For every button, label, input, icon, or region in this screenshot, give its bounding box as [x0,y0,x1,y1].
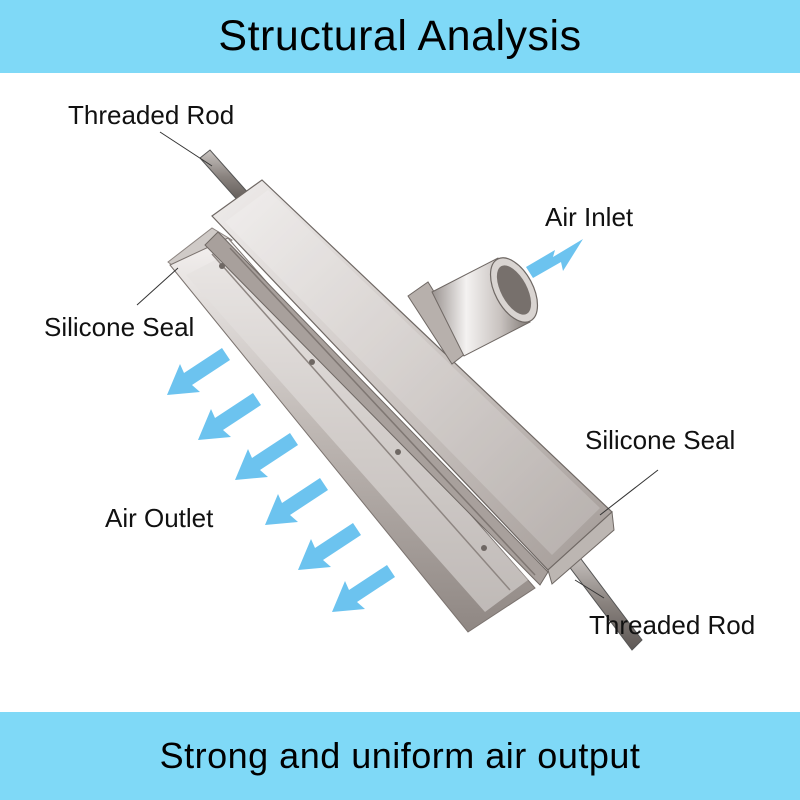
air-knife-diagram [136,131,659,651]
label-air-outlet: Air Outlet [105,503,214,533]
outlet-arrow-1 [167,348,230,395]
air-inlet-pipe [407,257,539,365]
outlet-arrow-2 [198,393,261,440]
label-threaded-rod-bottom: Threaded Rod [589,610,756,640]
air-inlet-arrow [526,239,583,278]
label-silicone-seal-right: Silicone Seal [585,425,736,455]
leader-lines [136,131,659,599]
label-air-inlet: Air Inlet [545,202,634,232]
outlet-arrow-5 [298,523,361,570]
air-outlet-arrows [167,348,395,612]
label-silicone-seal-left: Silicone Seal [44,312,195,342]
outlet-arrow-6 [332,565,395,612]
page-title: Structural Analysis [218,12,582,60]
silicone-seal-right [547,510,615,585]
label-threaded-rod-top: Threaded Rod [68,100,235,130]
title-banner: Structural Analysis [0,0,800,73]
caption-banner: Strong and uniform air output [0,712,800,800]
screws [219,263,487,551]
air-outlet-face [169,237,536,633]
outlet-arrow-3 [235,433,298,480]
outlet-arrow-4 [265,478,328,525]
caption-text: Strong and uniform air output [159,735,641,776]
